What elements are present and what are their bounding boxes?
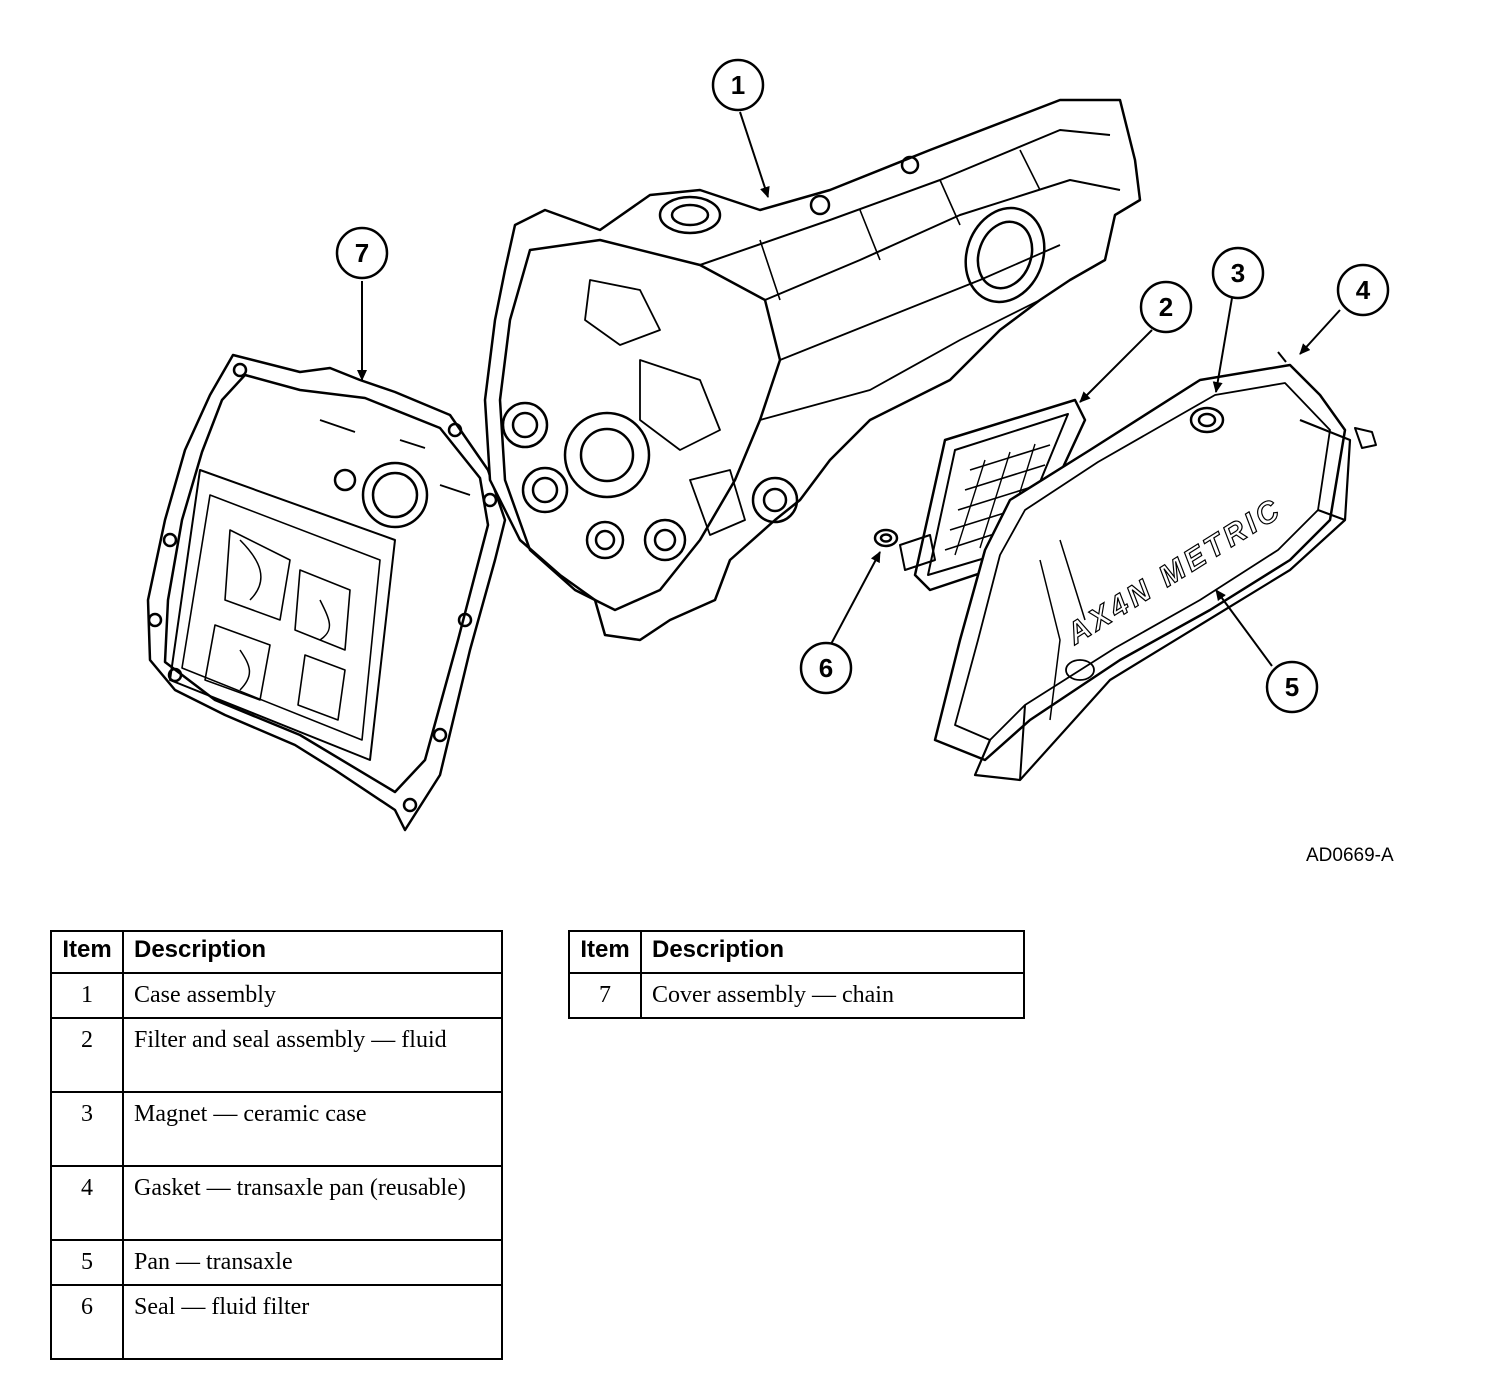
figure-id: AD0669-A [1306,845,1394,866]
callout-7: 7 [335,226,389,280]
description-column-header: Description [122,930,503,974]
item-number: 1 [50,972,124,1019]
svg-text:5: 5 [1285,672,1299,702]
item-column-header: Item [568,930,642,974]
callout-5: 5 [1265,660,1319,714]
table-row: 2 Filter and seal assembly — fluid [50,1017,503,1093]
svg-text:2: 2 [1159,292,1173,322]
table-header-row: Item Description [568,930,1025,974]
table-row: 5 Pan — transaxle [50,1239,503,1286]
item-description: Seal — fluid filter [122,1284,503,1360]
svg-text:4: 4 [1356,275,1371,305]
item-description: Cover assembly — chain [640,972,1025,1019]
item-description: Gasket — transaxle pan (reusable) [122,1165,503,1241]
transaxle-pan-drawing [933,351,1377,782]
table-row: 7 Cover assembly — chain [568,972,1025,1019]
callout-1: 1 [711,58,765,112]
parts-legend-table-right: Item Description 7 Cover assembly — chai… [568,930,1025,1019]
item-number: 5 [50,1239,124,1286]
svg-text:1: 1 [731,70,745,100]
seal-drawing [873,528,899,548]
chain-cover-assembly-drawing [146,353,507,832]
svg-text:7: 7 [355,238,369,268]
svg-text:3: 3 [1231,258,1245,288]
table-header-row: Item Description [50,930,503,974]
item-number: 6 [50,1284,124,1360]
item-description: Case assembly [122,972,503,1019]
case-assembly-drawing [483,98,1142,642]
description-column-header: Description [640,930,1025,974]
table-row: 4 Gasket — transaxle pan (reusable) [50,1165,503,1241]
leader-lines [357,111,1341,667]
callout-2: 2 [1139,280,1193,334]
callout-6: 6 [799,641,853,695]
svg-text:6: 6 [819,653,833,683]
callout-3: 3 [1211,246,1265,300]
table-row: 3 Magnet — ceramic case [50,1091,503,1167]
callout-4: 4 [1336,263,1390,317]
item-description: Pan — transaxle [122,1239,503,1286]
table-row: 1 Case assembly [50,972,503,1019]
exploded-view-diagram: AX4N METRIC 1 2 3 4 5 6 7 [146,58,1390,832]
item-number: 4 [50,1165,124,1241]
item-column-header: Item [50,930,124,974]
item-number: 3 [50,1091,124,1167]
table-row: 6 Seal — fluid filter [50,1284,503,1360]
item-description: Magnet — ceramic case [122,1091,503,1167]
parts-legend-table-left: Item Description 1 Case assembly 2 Filte… [50,930,503,1360]
item-number: 7 [568,972,642,1019]
item-description: Filter and seal assembly — fluid [122,1017,503,1093]
item-number: 2 [50,1017,124,1093]
